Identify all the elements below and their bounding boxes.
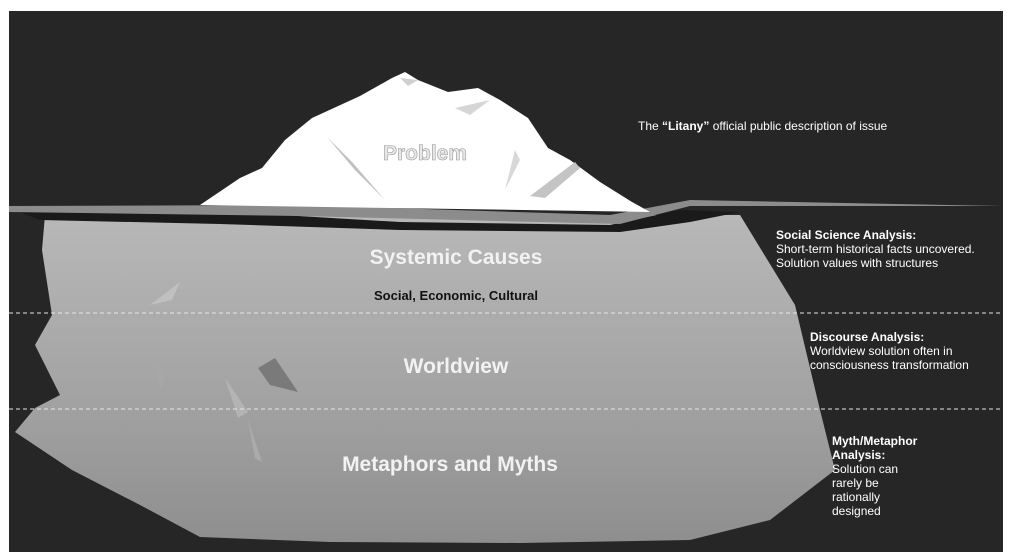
submerged-iceberg bbox=[15, 215, 835, 543]
berg-facet bbox=[150, 282, 180, 305]
iceberg-tip bbox=[200, 72, 650, 212]
berg-facet bbox=[150, 350, 165, 390]
systemic-causes-sublabel: Social, Economic, Cultural bbox=[374, 288, 538, 303]
water-surface bbox=[9, 200, 1003, 224]
worldview-label: Worldview bbox=[404, 355, 509, 378]
systemic-causes-label: Systemic Causes bbox=[370, 246, 543, 269]
berg-facet bbox=[225, 378, 248, 418]
metaphors-myths-label: Metaphors and Myths bbox=[342, 453, 558, 476]
myth-metaphor-body: Solution can rarely be rationally design… bbox=[832, 462, 899, 518]
tip-facet bbox=[530, 162, 580, 198]
berg-facet bbox=[258, 358, 298, 392]
tip-facet bbox=[400, 78, 418, 86]
social-science-annotation: Social Science Analysis: Short-term hist… bbox=[776, 228, 986, 270]
tip-facet bbox=[327, 137, 385, 200]
discourse-title: Discourse Analysis: bbox=[810, 330, 925, 344]
discourse-annotation: Discourse Analysis: Worldview solution o… bbox=[810, 330, 1006, 372]
discourse-body: Worldview solution often in consciousnes… bbox=[810, 344, 969, 372]
berg-facet bbox=[248, 420, 262, 462]
tip-facet bbox=[455, 100, 490, 115]
myth-metaphor-title: Myth/Metaphor Analysis: bbox=[832, 434, 918, 462]
problem-label: Problem bbox=[383, 142, 467, 165]
myth-metaphor-annotation: Myth/Metaphor Analysis: Solution can rar… bbox=[832, 434, 920, 518]
social-science-body: Short-term historical facts uncovered. S… bbox=[776, 242, 975, 270]
social-science-title: Social Science Analysis: bbox=[776, 228, 917, 242]
litany-annotation: The “Litany” official public description… bbox=[638, 119, 888, 133]
tip-facet bbox=[505, 150, 520, 190]
